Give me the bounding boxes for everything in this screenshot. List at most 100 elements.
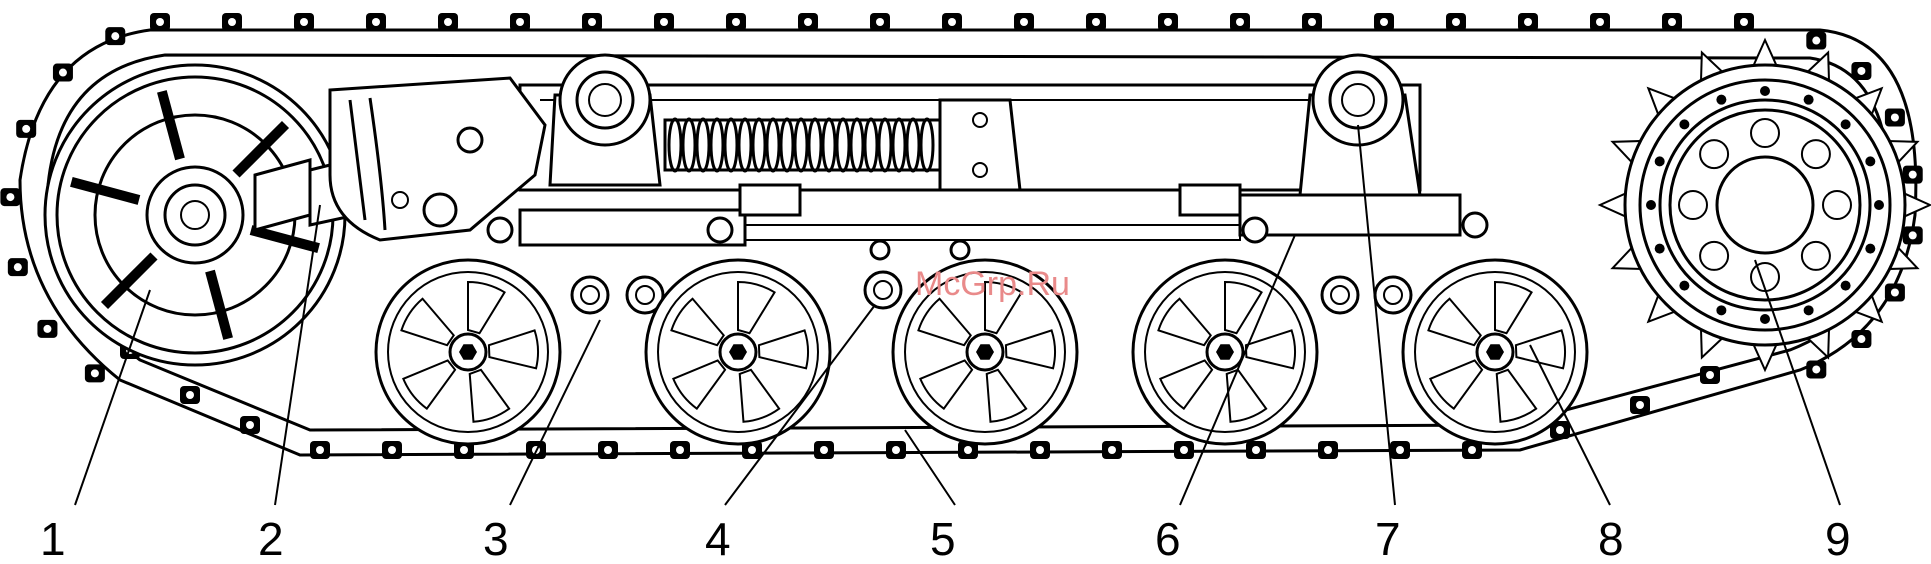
road-wheel-opening [670,297,725,347]
sprocket-hole [1699,240,1730,271]
road-wheel-opening [1224,280,1263,335]
sprocket-hole [1750,118,1780,148]
track-link [1102,441,1122,459]
track-link [1246,441,1266,459]
callout-7: 7 [1375,513,1401,564]
track-link [150,13,170,31]
sprocket-bolt [1646,200,1656,210]
road-wheel-opening [984,280,1023,335]
spring-coil [695,117,711,173]
track-link [742,441,762,459]
road-wheel [1401,258,1589,446]
track-link [1884,283,1905,302]
spring-coil [681,117,697,173]
idler-spokes [70,90,320,340]
track-link [598,441,618,459]
track-link [1030,441,1050,459]
track-link [0,188,21,207]
road-wheel-opening [1244,329,1296,370]
tensioner-arm [253,76,547,242]
track-link [1462,441,1482,459]
sprocket-hole [1800,240,1831,271]
sprocket-bolt [1840,280,1851,291]
road-wheel-opening [1157,297,1212,347]
track-link [654,13,674,31]
track-link [366,13,386,31]
road-wheel-opening [757,329,809,370]
road-wheel-opening [737,280,776,335]
track-link [1630,396,1650,414]
track-link [52,63,73,82]
sprocket-hole [1822,190,1852,220]
road-wheel-opening [1225,368,1268,423]
spring-coil [877,117,893,173]
sprocket-bolt [1716,305,1727,316]
sprocket-bolt [1760,314,1770,324]
track-link [870,13,890,31]
road-wheel-nut [459,344,477,360]
small-rollers [570,270,1413,315]
track-link [1662,13,1682,31]
watermark: McGrp.Ru [915,265,1070,303]
track-link [798,13,818,31]
callout-6: 6 [1155,513,1181,564]
spring-coil [919,117,935,173]
track-link [510,13,530,31]
track-link [222,13,242,31]
road-wheel-opening [1494,280,1533,335]
sprocket-bolt [1840,119,1851,130]
sprocket-hole [1699,139,1730,170]
track-link [1884,108,1905,127]
track-link [180,386,200,404]
road-wheel [891,258,1079,446]
sprocket-bolt [1874,200,1884,210]
sprocket-hole [1678,190,1708,220]
sprocket-hole [1800,139,1831,170]
track-link [670,441,690,459]
track-link [1158,13,1178,31]
track-link [382,441,402,459]
road-wheel [644,258,832,446]
track-link [1318,441,1338,459]
track-link [958,441,978,459]
road-wheel-opening [467,280,506,335]
road-wheel-opening [1427,297,1482,347]
sprocket-bolt [1716,94,1727,105]
spring-coil [779,117,795,173]
spring-coils [667,117,935,173]
road-wheel-opening [402,359,457,411]
track-link [1806,360,1827,379]
track-link [1851,61,1872,80]
track-link [582,13,602,31]
sprocket-bolt [1679,119,1690,130]
track-link [7,258,28,277]
road-wheel-opening [985,368,1028,423]
sprocket-holes [1646,86,1884,324]
tension-spring [663,98,1022,192]
idler-spoke [249,225,320,253]
callout-5: 5 [930,513,956,564]
road-wheel-opening [468,368,511,423]
leader-lines [74,124,1841,506]
track-link [726,13,746,31]
sprocket-bolt [1803,305,1814,316]
track-link [1390,441,1410,459]
idler-spoke [205,269,233,340]
road-wheel-opening [919,359,974,411]
track-link [1374,13,1394,31]
track-link [942,13,962,31]
sprocket-tooth [1597,191,1629,219]
track-link [1734,13,1754,31]
spring-coil [751,117,767,173]
road-wheel-opening [738,368,781,423]
callout-8: 8 [1598,513,1624,564]
suspension-bogies [486,183,1489,261]
road-wheel-opening [400,297,455,347]
road-wheel-nut [976,344,994,360]
drive-sprocket [1597,37,1931,373]
sprocket-bolt [1760,86,1770,96]
spring-coil [765,117,781,173]
callout-3: 3 [483,513,509,564]
track-link [16,119,37,138]
